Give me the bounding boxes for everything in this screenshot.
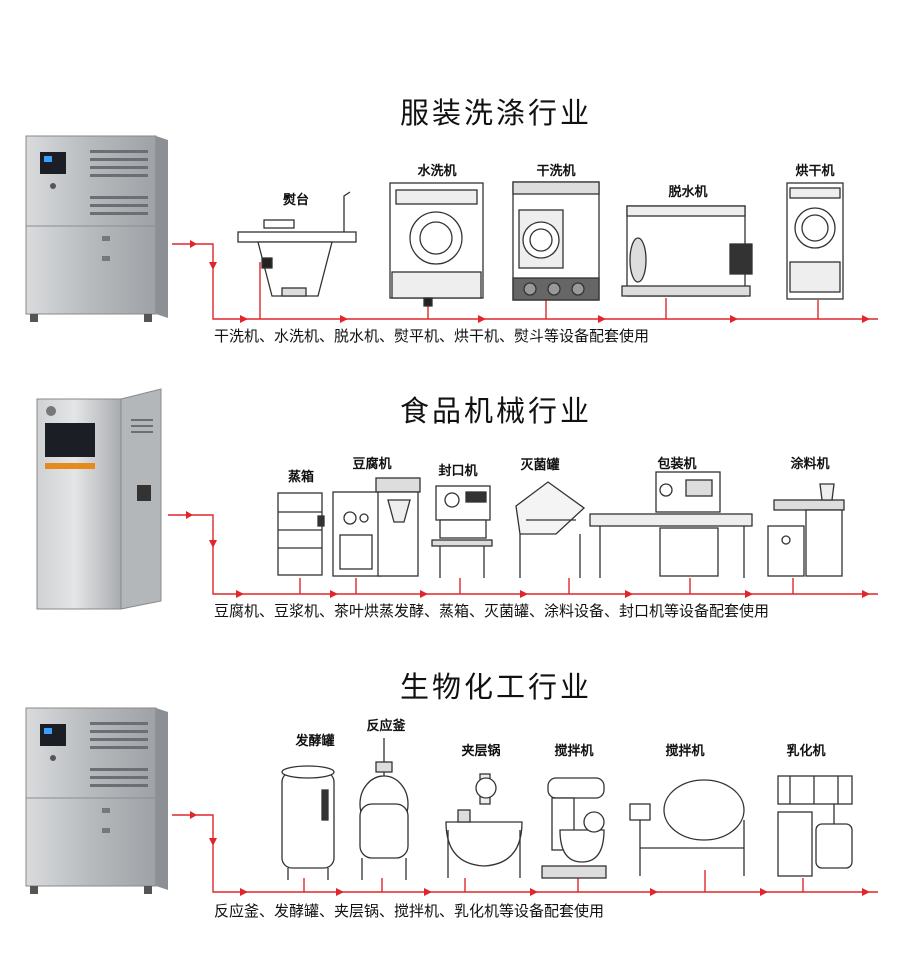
section-caption: 干洗机、水洗机、脱水机、熨平机、烘干机、熨斗等设备配套使用 (214, 327, 650, 345)
equipment-label: 夹层锅 (461, 744, 501, 759)
steam-pipe (168, 511, 878, 598)
section-laundry: 服装洗涤行业 (0, 0, 900, 345)
equipment-label: 乳化机 (786, 744, 826, 759)
section-caption: 豆腐机、豆浆机、茶叶烘蒸发酵、蒸箱、灭菌罐、涂料设备、封口机等设备配套使用 (214, 602, 770, 620)
equipment-label: 干洗机 (536, 164, 576, 179)
equipment-label: 发酵罐 (295, 734, 335, 749)
steam-generator-image (36, 388, 162, 610)
steam-pipe (172, 240, 878, 323)
equipment-label: 搅拌机 (554, 744, 594, 759)
equipment-label: 水洗机 (417, 164, 457, 179)
equipment-label: 蒸箱 (287, 470, 315, 485)
equipment-label: 包装机 (657, 457, 697, 472)
section-food-machinery: 食品机械行业 (36, 388, 878, 620)
equipment-label: 烘干机 (795, 164, 835, 179)
section-caption: 反应釜、发酵罐、夹层锅、搅拌机、乳化机等设备配套使用 (214, 902, 605, 920)
equipment-label: 涂料机 (790, 457, 830, 472)
steam-generator-image (25, 707, 168, 894)
steam-generator-image (25, 135, 168, 322)
equipment-label: 灭菌罐 (520, 458, 560, 473)
equipment-label: 封口机 (438, 464, 478, 479)
equipment-drawings (237, 181, 844, 307)
section-title: 生物化工行业 (400, 670, 593, 704)
section-title: 服装洗涤行业 (400, 96, 593, 130)
section-title: 食品机械行业 (400, 394, 593, 428)
equipment-label: 豆腐机 (352, 457, 392, 472)
equipment-label: 搅拌机 (665, 744, 705, 759)
equipment-label: 脱水机 (668, 185, 708, 200)
equipment-label: 熨台 (282, 193, 310, 208)
equipment-drawings (277, 471, 845, 578)
equipment-label: 反应釜 (366, 719, 406, 734)
